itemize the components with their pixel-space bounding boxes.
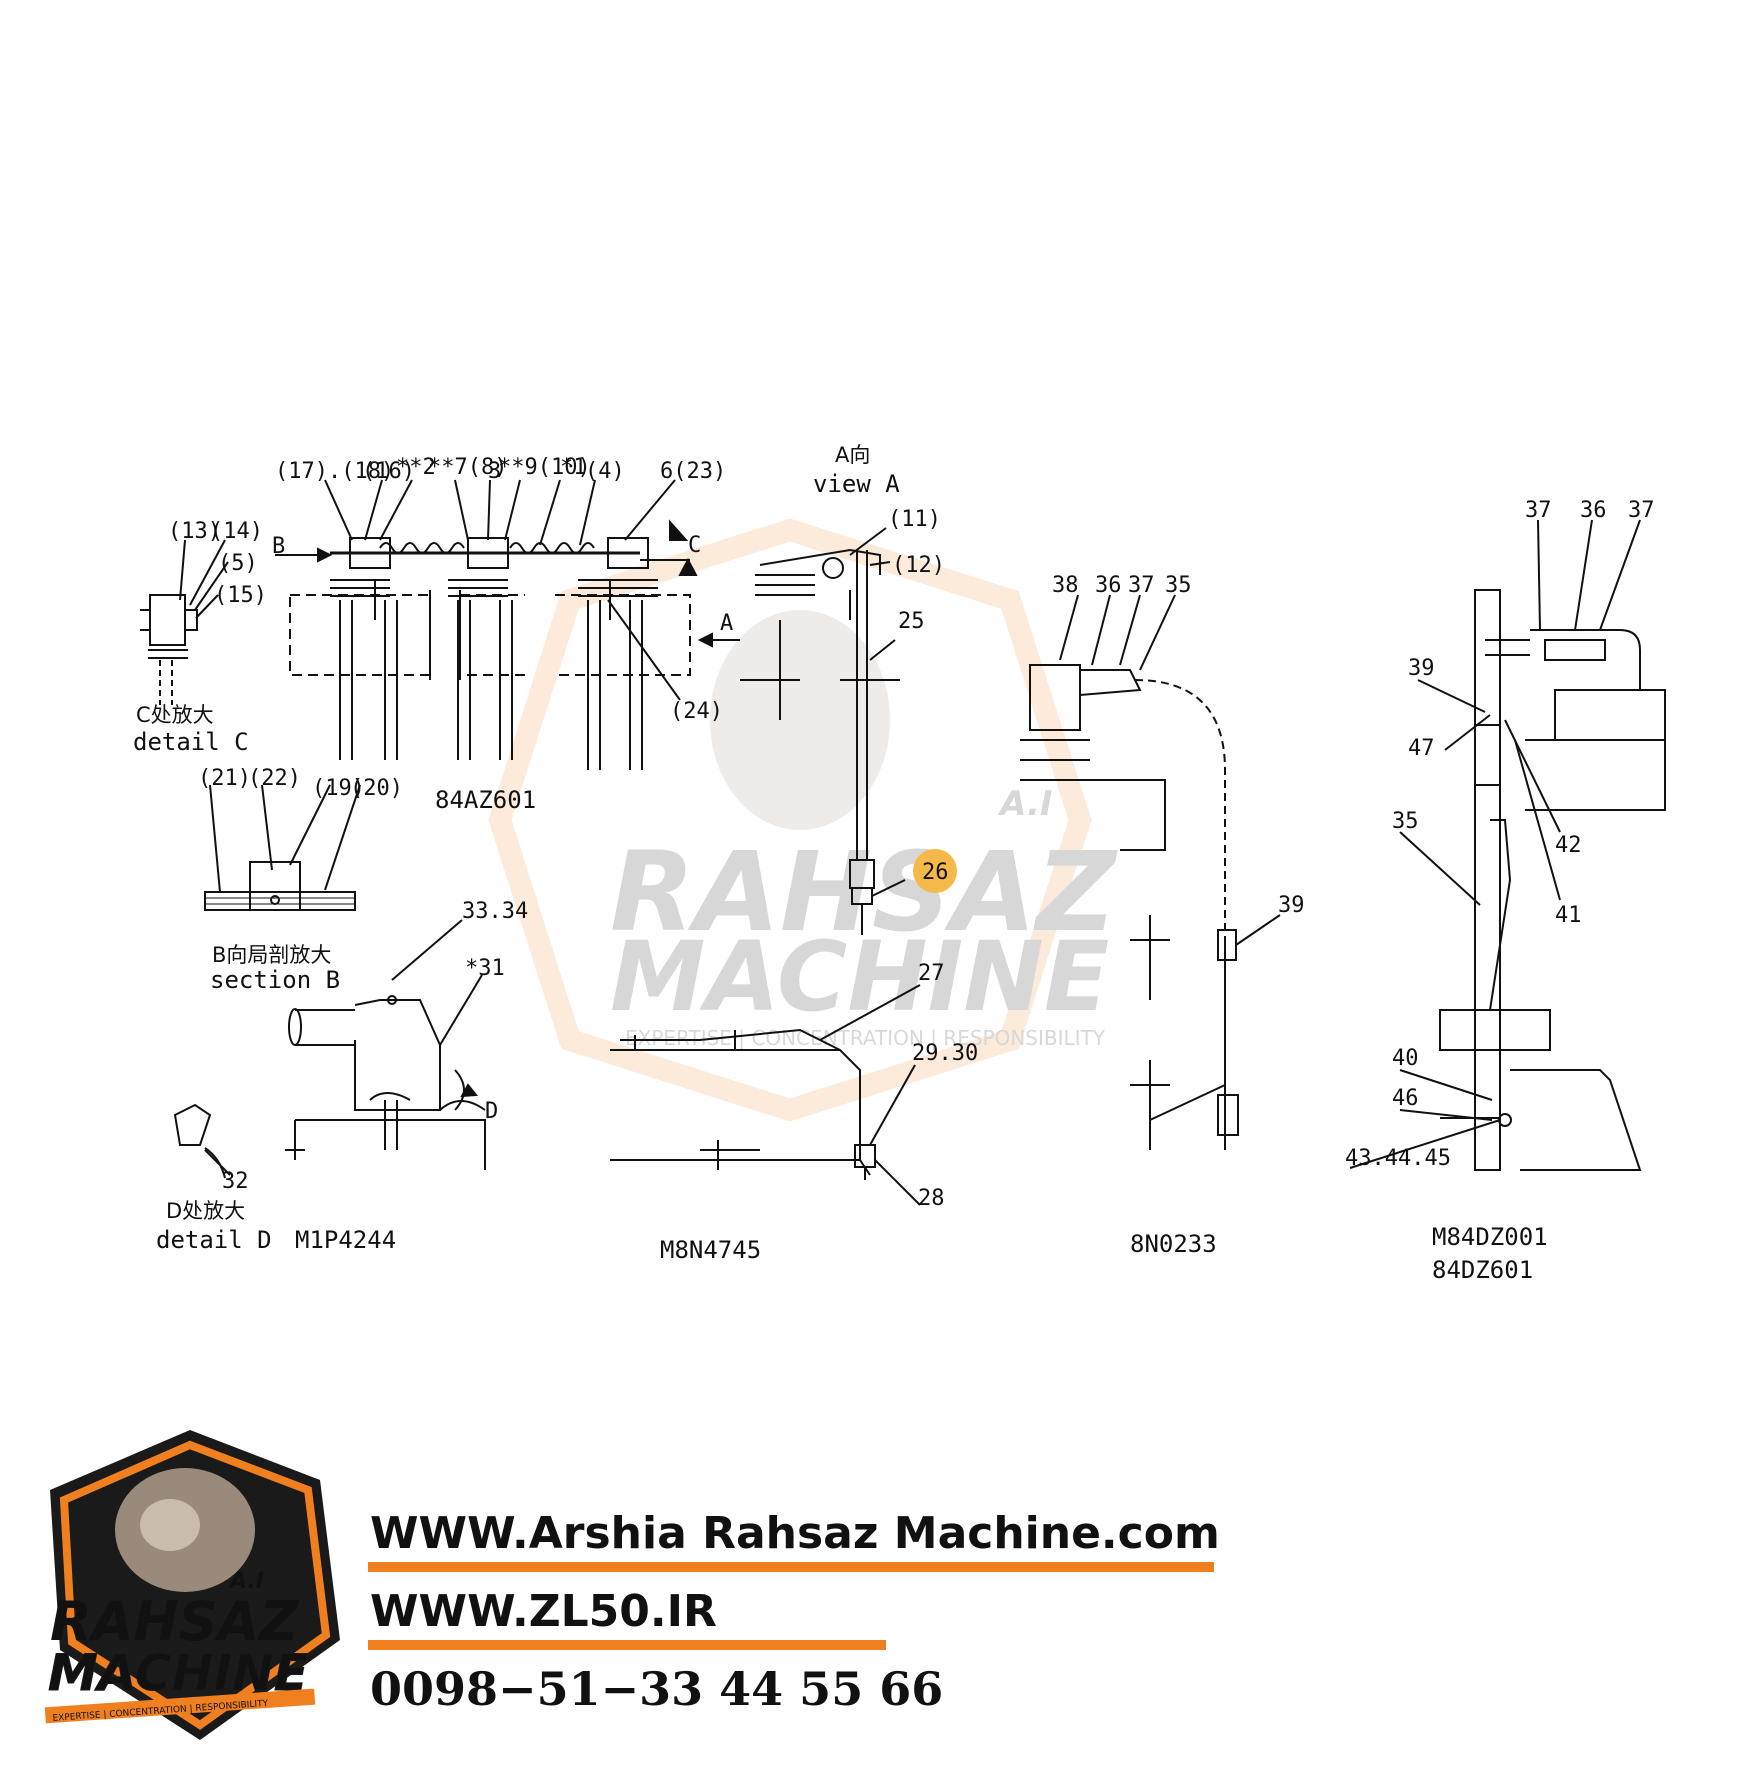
callout-43-44-45: 43.44.45 [1345, 1146, 1451, 1171]
callout-2: **2 [396, 455, 436, 480]
detail-C-cn: C处放大 [136, 703, 214, 727]
logo-line1: RAHSAZ [50, 1590, 299, 1653]
detail-C-label: detail C [133, 728, 249, 756]
assembly-M8N4745 [610, 984, 921, 1206]
callout-C: C [688, 533, 701, 558]
callout-47: 47 [1408, 736, 1435, 761]
callout-22: (22) [248, 766, 301, 791]
callout-37b: 37 [1525, 498, 1552, 523]
assembly-84AZ601 [275, 479, 740, 770]
section-B [204, 784, 361, 911]
website-url-1[interactable]: WWW.Arshia Rahsaz Machine.com [370, 1508, 1220, 1559]
callout-9-10: **9(10) [498, 455, 591, 480]
labels-M1P4244: 33.34 *31 D M1P4244 [295, 899, 528, 1254]
callout-42: 42 [1555, 833, 1582, 858]
callout-5: (5) [218, 551, 258, 576]
assembly-8N0233 [1020, 594, 1281, 1150]
callout-4: (4) [585, 459, 625, 484]
labels-section-B: (21) (22) (19) (20) B向局剖放大 section B [198, 766, 403, 994]
view-A [740, 527, 906, 935]
callout-7-8: **7(8) [428, 455, 507, 480]
view-A-cn: A向 [835, 443, 870, 467]
labels-8N0233: 38 36 37 35 39 8N0233 [1052, 573, 1305, 1258]
callout-35b: 35 [1392, 809, 1419, 834]
part-number-84AZ601: 84AZ601 [435, 786, 536, 814]
callout-24: (24) [670, 699, 723, 724]
assembly-M1P4244 [285, 919, 486, 1170]
watermark-mark: A.I [997, 784, 1053, 824]
callout-20: (20) [350, 776, 403, 801]
callout-19: (19) [312, 776, 365, 801]
highlight-marker-26 [913, 849, 957, 893]
callout-13: (13) [168, 519, 221, 544]
callout-39b: 39 [1408, 656, 1435, 681]
detail-C [140, 539, 229, 705]
part-number-M84DZ001: M84DZ001 [1432, 1223, 1548, 1251]
detail-D [173, 1103, 231, 1179]
labels-view-A: A向 view A (11) (12) 25 26 [813, 443, 957, 893]
callout-16: (16) [362, 459, 415, 484]
detail-D-cn: D处放大 [166, 1199, 245, 1223]
accent-rule-2 [368, 1640, 886, 1650]
part-number-M1P4244: M1P4244 [295, 1226, 396, 1254]
part-number-8N0233: 8N0233 [1130, 1230, 1217, 1258]
callout-12: (12) [892, 553, 945, 578]
watermark-line1: RAHSAZ [610, 828, 1118, 956]
assembly-M84DZ001 [1349, 519, 1666, 1171]
labels-detail-D: 32 D处放大 detail D [156, 1169, 272, 1254]
callout-1: *1 [560, 455, 587, 480]
phone-number: 0098−51−33 44 55 66 [370, 1662, 944, 1716]
part-number-M8N4745: M8N4745 [660, 1236, 761, 1264]
callout-36b: 36 [1580, 498, 1607, 523]
company-logo: A.I RAHSAZ MACHINE EXPERTISE | CONCENTRA… [44, 1430, 340, 1740]
labels-84AZ601: (17).(18) (16) **2 **7(8) 3 **9(10) *1 (… [272, 455, 733, 814]
callout-14: (14) [210, 519, 263, 544]
callout-35a: 35 [1165, 573, 1192, 598]
callout-29-30: 29.30 [912, 1041, 978, 1066]
callout-36a: 36 [1095, 573, 1122, 598]
callout-D: D [485, 1099, 498, 1124]
logo-mark: A.I [228, 1569, 264, 1594]
detail-D-label: detail D [156, 1226, 272, 1254]
view-A-label: view A [813, 470, 900, 498]
callout-37a: 37 [1128, 573, 1155, 598]
callout-46: 46 [1392, 1086, 1419, 1111]
callout-39a: 39 [1278, 893, 1305, 918]
callout-33-34: 33.34 [462, 899, 528, 924]
callout-32: 32 [222, 1169, 249, 1194]
callout-38: 38 [1052, 573, 1079, 598]
callout-41: 41 [1555, 903, 1582, 928]
callout-27: 27 [918, 961, 945, 986]
callout-37c: 37 [1628, 498, 1655, 523]
labels-M8N4745: 27 29.30 28 M8N4745 [660, 961, 978, 1264]
callout-6-23: 6(23) [660, 459, 726, 484]
callout-17-18: (17).(18) [275, 459, 394, 484]
callout-40: 40 [1392, 1046, 1419, 1071]
labels-detail-C: (13) (14) (5) (15) C处放大 detail C [133, 519, 267, 756]
callout-26: 26 [922, 860, 949, 885]
watermark-tagline: EXPERTISE | CONCENTRATION | RESPONSIBILI… [625, 1026, 1106, 1050]
section-B-label: section B [210, 966, 340, 994]
callout-B: B [272, 534, 285, 559]
callout-28: 28 [918, 1186, 945, 1211]
watermark: RAHSAZ MACHINE EXPERTISE | CONCENTRATION… [488, 518, 1118, 1122]
part-number-84DZ601: 84DZ601 [1432, 1256, 1533, 1284]
website-url-2[interactable]: WWW.ZL50.IR [370, 1586, 717, 1637]
section-B-cn: B向局剖放大 [212, 943, 331, 967]
callout-A: A [720, 611, 733, 636]
callout-11: (11) [888, 507, 941, 532]
callout-21: (21) [198, 766, 251, 791]
watermark-line2: MACHINE [610, 921, 1109, 1033]
labels-M84DZ001: 37 36 37 39 47 42 35 41 40 46 43.44.45 M… [1345, 498, 1655, 1284]
callout-3: 3 [488, 459, 501, 484]
callout-31: *31 [465, 956, 505, 981]
callout-25: 25 [898, 609, 925, 634]
callout-15: (15) [214, 583, 267, 608]
accent-rule-1 [368, 1562, 1214, 1572]
